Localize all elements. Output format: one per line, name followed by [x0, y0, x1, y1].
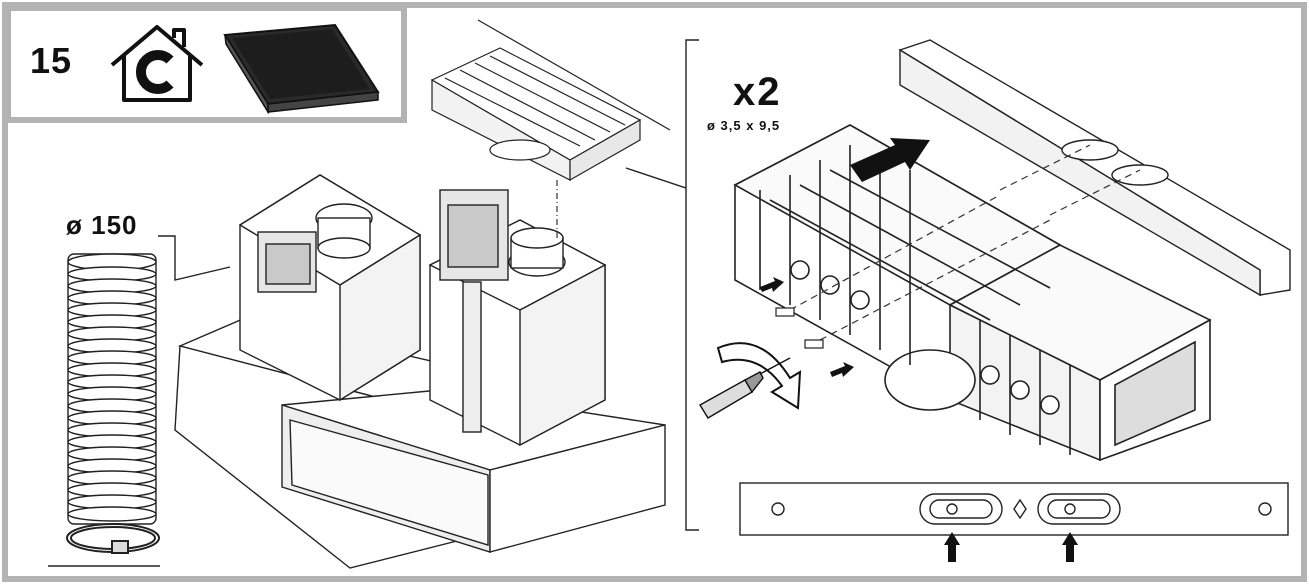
slide-direction-arrow [850, 138, 930, 182]
hose-clamp [66, 523, 160, 554]
duct-diameter-label: ø 150 [66, 210, 138, 240]
screwdriver-icon [699, 357, 791, 419]
rotation-arrow-icon [716, 342, 802, 410]
screw-spec-label: ø 3,5 x 9,5 [707, 118, 781, 133]
house-recirculation-icon [110, 25, 204, 102]
step-number: 15 [30, 40, 73, 81]
screw-arrow-1 [760, 277, 784, 292]
quantity-label: x2 [733, 70, 782, 114]
flexible-duct-hose [67, 253, 157, 525]
detail-bracket-line [625, 39, 699, 531]
large-duct-detail [733, 124, 1212, 462]
small-duct-preview [430, 19, 671, 182]
screw-path-lines [789, 144, 1141, 341]
bottom-bracket-strip [739, 482, 1289, 536]
screw-arrow-2 [830, 362, 854, 377]
carbon-filter-icon [223, 23, 380, 115]
hood-base-assembly [174, 174, 666, 569]
screw-icons [775, 307, 824, 349]
wall-bracket [898, 39, 1291, 297]
hose-leader-line [48, 235, 231, 567]
up-arrow-right [1062, 532, 1078, 562]
up-arrow-left [944, 532, 960, 562]
